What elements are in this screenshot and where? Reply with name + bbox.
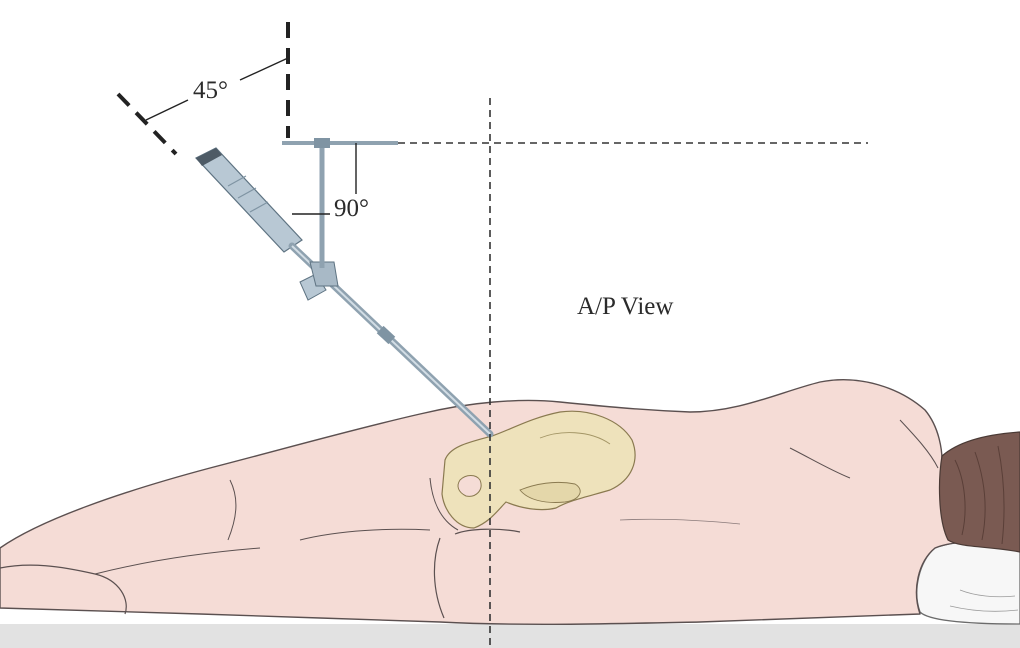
pillow-fold xyxy=(949,589,1019,612)
angle-90-label: 90° xyxy=(334,195,369,222)
instrument-handle xyxy=(195,147,303,253)
angle-45-label: 45° xyxy=(193,77,228,104)
ap-view-label: A/P View xyxy=(577,293,674,320)
thigh-line xyxy=(299,528,431,541)
hair-strands xyxy=(954,445,1005,545)
buttock-contour xyxy=(433,528,521,619)
leg-contour xyxy=(94,547,261,575)
hip-contour xyxy=(429,477,459,531)
oblique-angle-reference xyxy=(116,92,178,156)
neck-contour xyxy=(899,419,939,469)
shoulder-contour xyxy=(789,447,851,479)
iliac-crest-line xyxy=(539,432,611,445)
operating-table xyxy=(0,624,1020,648)
shaft-collar xyxy=(376,325,396,345)
patient-hair xyxy=(938,431,1020,553)
angle-45-leader-left xyxy=(145,99,189,121)
angle-45-leader-right xyxy=(239,57,289,81)
sacrum xyxy=(519,481,581,503)
instrument-clamp xyxy=(299,261,339,301)
knee-contour xyxy=(0,564,127,615)
thigh-contour xyxy=(227,479,237,541)
back-shading xyxy=(619,518,741,525)
obturator-foramen xyxy=(457,475,482,497)
guide-bar-joint xyxy=(314,138,330,148)
